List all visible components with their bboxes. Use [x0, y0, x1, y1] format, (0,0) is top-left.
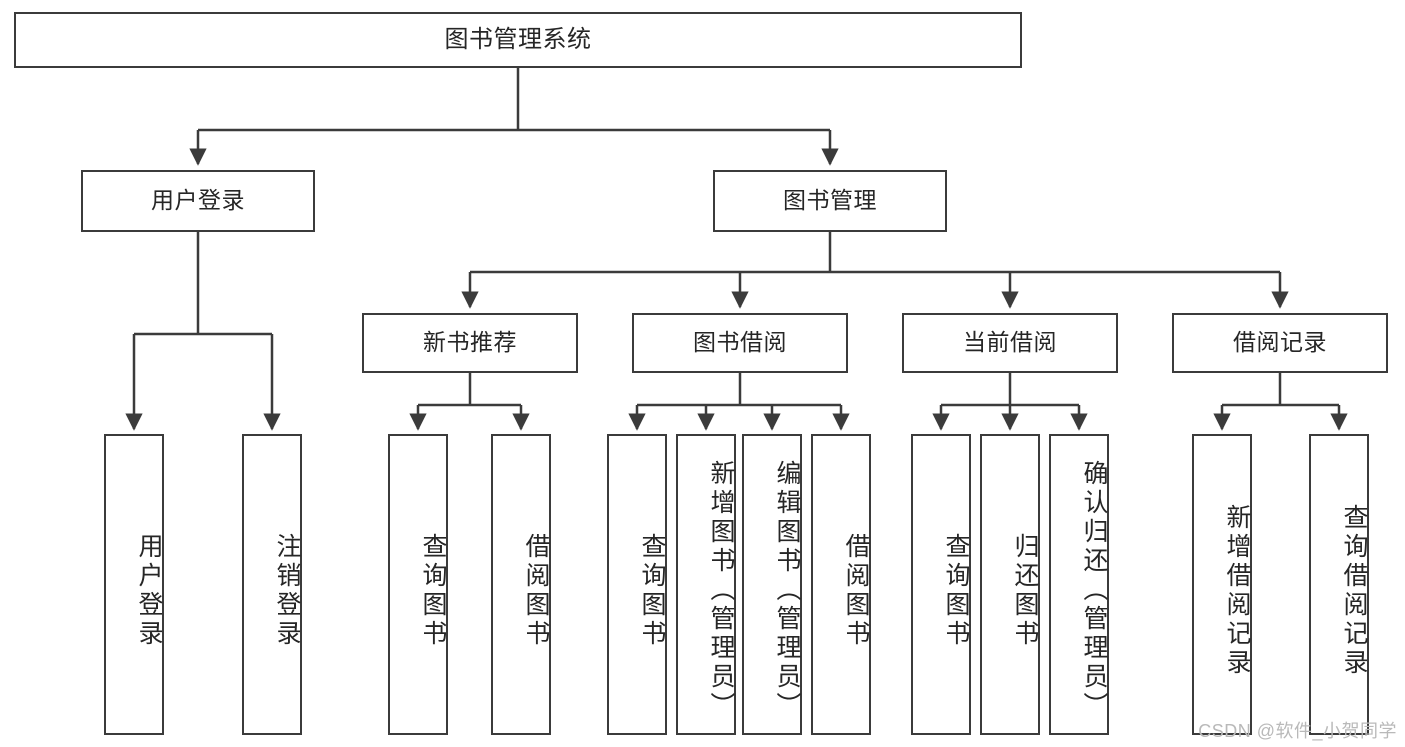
watermark: CSDN @软件_小贺同学 [1198, 721, 1397, 741]
leaf-label: 归还图书 [1011, 532, 1039, 649]
leaf-record-query[interactable]: 查询借阅记录 [1309, 434, 1369, 735]
leaf-borrow-lend-book[interactable]: 借阅图书 [811, 434, 871, 735]
leaf-newbook-borrow-book[interactable]: 借阅图书 [491, 434, 551, 735]
leaf-label: 新增图书（管理员） [707, 460, 735, 721]
leaf-label: 新增借阅记录 [1223, 503, 1251, 678]
node-book-management[interactable]: 图书管理 [713, 170, 947, 232]
leaf-label: 查询借阅记录 [1340, 503, 1368, 678]
leaf-borrow-edit-book-admin[interactable]: 编辑图书（管理员） [742, 434, 802, 735]
node-root[interactable]: 图书管理系统 [14, 12, 1022, 68]
node-new-book-recommend[interactable]: 新书推荐 [362, 313, 578, 373]
leaf-borrow-query-book[interactable]: 查询图书 [607, 434, 667, 735]
leaf-user-logout[interactable]: 注销登录 [242, 434, 302, 735]
node-book-borrow[interactable]: 图书借阅 [632, 313, 848, 373]
leaf-user-login[interactable]: 用户登录 [104, 434, 164, 735]
node-borrow-record[interactable]: 借阅记录 [1172, 313, 1388, 373]
leaf-record-add[interactable]: 新增借阅记录 [1192, 434, 1252, 735]
leaf-current-return-book[interactable]: 归还图书 [980, 434, 1040, 735]
leaf-label: 借阅图书 [842, 532, 870, 649]
leaf-label: 确认归还（管理员） [1080, 460, 1108, 721]
node-current-borrow[interactable]: 当前借阅 [902, 313, 1118, 373]
node-user-login[interactable]: 用户登录 [81, 170, 315, 232]
leaf-newbook-query-book[interactable]: 查询图书 [388, 434, 448, 735]
leaf-current-query-book[interactable]: 查询图书 [911, 434, 971, 735]
leaf-label: 注销登录 [273, 532, 301, 649]
leaf-label: 编辑图书（管理员） [773, 460, 801, 721]
leaf-label: 查询图书 [942, 532, 970, 649]
leaf-label: 用户登录 [135, 532, 163, 649]
leaf-label: 借阅图书 [522, 532, 550, 649]
leaf-current-confirm-return-admin[interactable]: 确认归还（管理员） [1049, 434, 1109, 735]
leaf-label: 查询图书 [419, 532, 447, 649]
leaf-borrow-add-book-admin[interactable]: 新增图书（管理员） [676, 434, 736, 735]
leaf-label: 查询图书 [638, 532, 666, 649]
